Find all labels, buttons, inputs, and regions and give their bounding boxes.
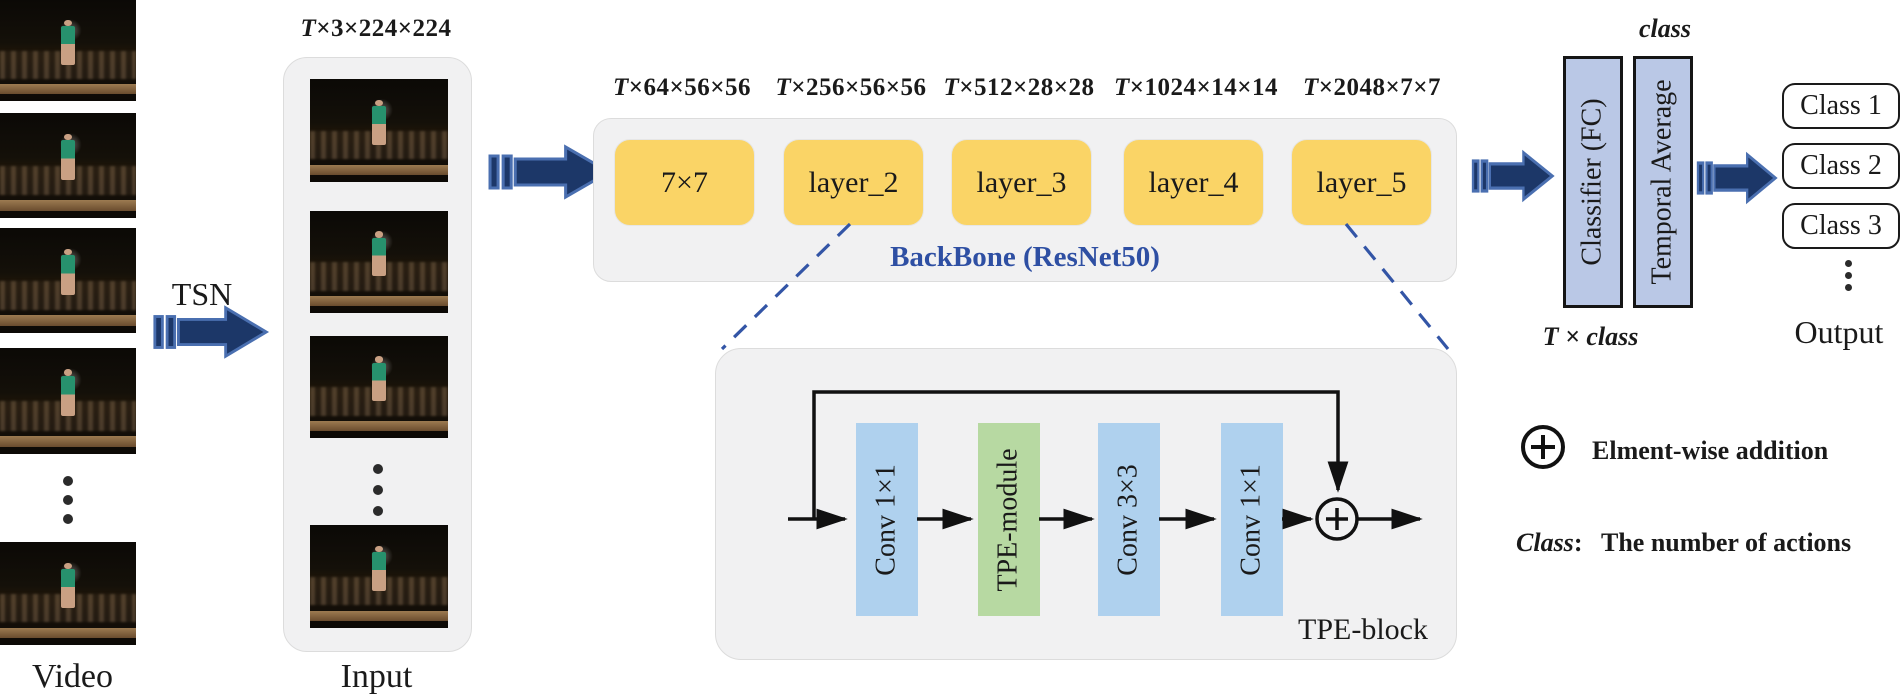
input-label: Input [340, 658, 413, 695]
output-label: Output [1794, 314, 1884, 350]
gymnast-figure [372, 356, 386, 402]
legend-class-separator: : [1573, 528, 1583, 557]
gymnast-figure [61, 562, 75, 608]
temporal-average-box: Temporal Average [1633, 56, 1693, 308]
classifier-fc-box: Classifier (FC) [1563, 56, 1623, 308]
video-frame [0, 228, 136, 333]
video-label: Video [31, 658, 114, 695]
input-frame [310, 211, 448, 313]
tpe-conv1x1-b-label: Conv 1×1 [1236, 463, 1267, 576]
input-dim-label: T×3×224×224 [300, 15, 452, 42]
tpe-module-box: TPE-module [978, 423, 1040, 616]
backbone-stage-layer4: layer_4 [1123, 139, 1264, 226]
legend-class-term: Class [1516, 528, 1574, 557]
backbone-dim-label: T×256×56×56 [775, 74, 927, 101]
tpe-conv1x1-a-label: Conv 1×1 [871, 463, 902, 576]
tpe-conv3x3-label: Conv 3×3 [1113, 463, 1144, 576]
input-frame [310, 79, 448, 182]
flow-arrow-icon [1471, 149, 1555, 203]
backbone-stage-layer2: layer_2 [783, 139, 924, 226]
tpe-block-title: TPE-block [1298, 613, 1428, 646]
video-frame [0, 542, 136, 645]
backbone-panel: 7×7 layer_2 layer_3 layer_4 layer_5 Back… [593, 118, 1457, 282]
class-1-box: Class 1 [1782, 83, 1900, 129]
backbone-dim-label: T×64×56×56 [612, 74, 752, 101]
tpe-conv1x1-b-box: Conv 1×1 [1221, 423, 1283, 616]
backbone-stage-layer5: layer_5 [1291, 139, 1432, 226]
tpe-conv1x1-a-box: Conv 1×1 [856, 423, 918, 616]
backbone-stage-conv7x7: 7×7 [614, 139, 755, 226]
temporal-average-label: Temporal Average [1647, 79, 1678, 285]
backbone-dim-label: T×512×28×28 [943, 74, 1095, 101]
t-class-dim-label: T × class [1542, 322, 1639, 351]
ellipsis-dots [63, 476, 73, 524]
gymnast-figure [372, 231, 386, 277]
flow-arrow-icon [1696, 151, 1778, 205]
gymnast-figure [372, 99, 386, 145]
backbone-title: BackBone (ResNet50) [890, 241, 1160, 273]
video-frame [0, 348, 136, 454]
gymnast-figure [61, 133, 75, 181]
tpe-module-label: TPE-module [993, 447, 1024, 592]
class-3-box: Class 3 [1782, 203, 1900, 249]
backbone-dim-label: T×2048×7×7 [1302, 74, 1442, 101]
input-frame [310, 336, 448, 438]
input-frame [310, 525, 448, 628]
video-frame [0, 0, 136, 101]
classifier-fc-label: Classifier (FC) [1577, 98, 1608, 266]
gymnast-figure [372, 545, 386, 591]
legend-class-text: The number of actions [1600, 528, 1852, 557]
gymnast-figure [61, 248, 75, 296]
gymnast-figure [61, 369, 75, 416]
input-panel [283, 57, 472, 652]
tsn-label: TSN [171, 276, 233, 312]
tpe-conv3x3-box: Conv 3×3 [1098, 423, 1160, 616]
ellipsis-dots [1845, 260, 1852, 291]
video-column: Video [0, 0, 140, 696]
legend-class-definition: Class: The number of actions [1516, 528, 1851, 558]
legend-addition: Elment-wise addition [1592, 436, 1829, 465]
gymnast-figure [61, 20, 75, 65]
backbone-dim-label: T×1024×14×14 [1113, 74, 1279, 101]
tpe-block-panel: Conv 1×1 TPE-module Conv 3×3 Conv 1×1 TP… [715, 348, 1457, 660]
backbone-stage-layer3: layer_3 [951, 139, 1092, 226]
class-2-box: Class 2 [1782, 143, 1900, 189]
element-wise-addition-icon [1521, 425, 1565, 469]
flow-arrow-icon [488, 144, 612, 200]
video-frame [0, 113, 136, 218]
ellipsis-dots [373, 464, 383, 516]
class-dim-label: class [1639, 14, 1691, 43]
tsn-flow-arrow-icon [153, 305, 270, 359]
